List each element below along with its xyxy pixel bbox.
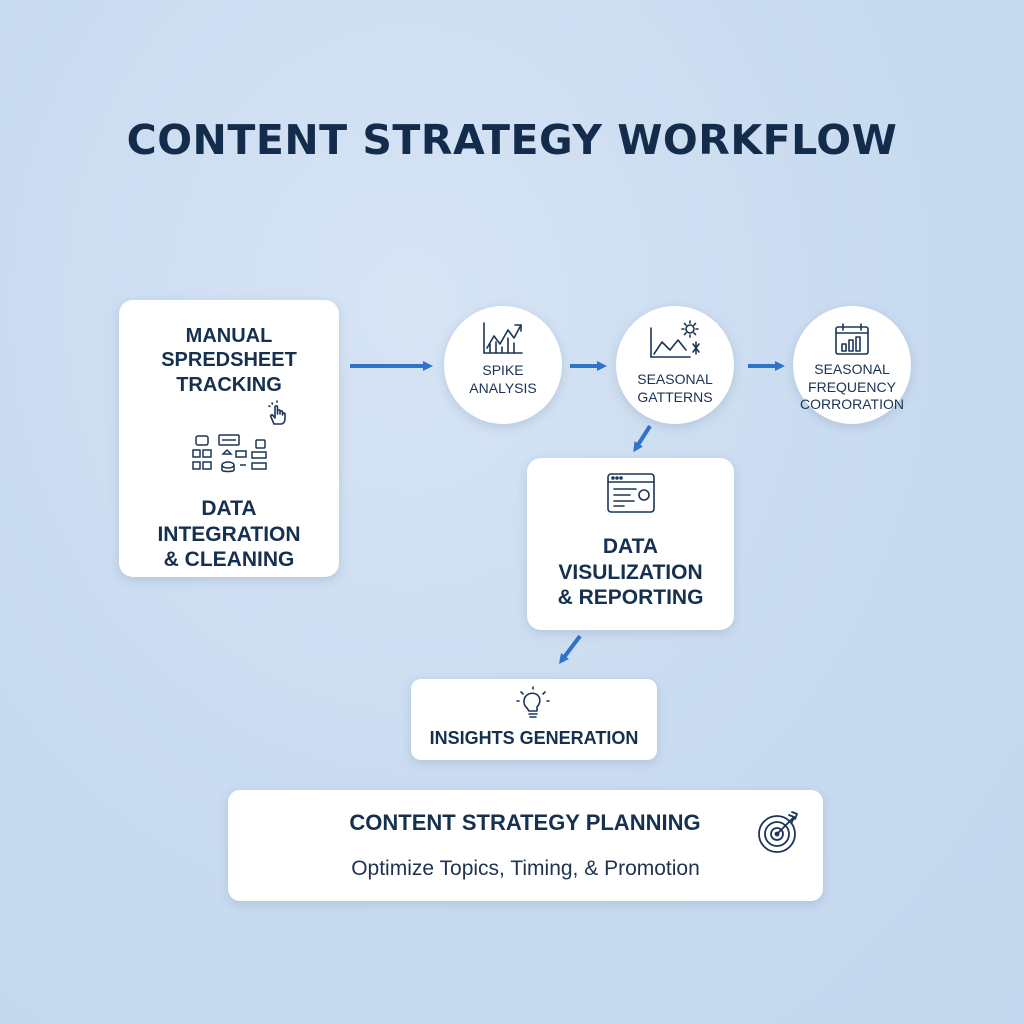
spike-analysis-node[interactable]	[444, 306, 562, 424]
insights-generation-card[interactable]	[411, 679, 657, 760]
insights-generation-label: INSIGHTS GENERATION	[429, 728, 639, 748]
arrow-seasonal-to-visualization	[633, 424, 652, 453]
arrow-visualization-to-insights	[559, 634, 582, 664]
manual-tracking-label: MANUAL SPREDSHEET TRACKING	[161, 325, 297, 396]
seasonal-frequency-node[interactable]	[793, 306, 911, 424]
calendar-bar-chart-icon	[834, 322, 870, 361]
page-title: CONTENT STRATEGY WORKFLOW	[126, 116, 898, 164]
dashboard-window-icon	[606, 472, 656, 519]
data-visualization-card[interactable]	[527, 458, 734, 630]
data-integration-label: DATA INTEGRATION & CLEANING	[157, 497, 301, 572]
content-planning-title: CONTENT STRATEGY PLANNING	[349, 810, 701, 835]
seasonal-patterns-node[interactable]	[616, 306, 734, 424]
data-visualization-label: DATA VISULIZATION & REPORTING	[557, 535, 704, 610]
seasonal-chart-icon	[648, 320, 702, 365]
line-chart-up-icon	[481, 320, 525, 361]
seasonal-frequency-label: SEASONAL FREQUENCY CORRORATION	[800, 361, 904, 412]
manual-tracking-card[interactable]	[119, 300, 339, 577]
target-icon	[756, 809, 802, 860]
content-planning-subtitle: Optimize Topics, Timing, & Promotion	[351, 857, 700, 880]
data-sources-icon	[190, 432, 270, 483]
hand-pointer-icon	[262, 398, 294, 435]
spike-analysis-label: SPIKE ANALYSIS	[469, 362, 537, 396]
lightbulb-icon	[516, 686, 550, 727]
seasonal-patterns-label: SEASONAL GATTERNS	[637, 371, 713, 405]
content-planning-card[interactable]	[228, 790, 823, 901]
